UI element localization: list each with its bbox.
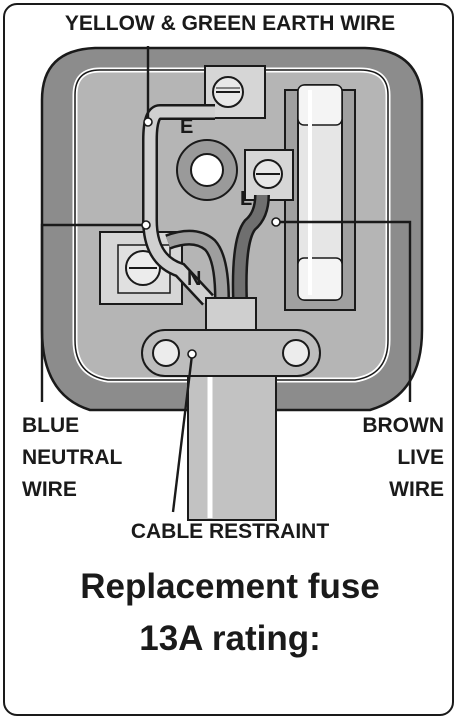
terminal-l-label: L — [240, 188, 252, 210]
neutral-label-line3: WIRE — [22, 478, 77, 501]
neutral-label-line1: BLUE — [22, 414, 79, 437]
neutral-label-line2: NEUTRAL — [22, 446, 122, 469]
terminal-e-label: E — [180, 116, 193, 138]
cable-restraint-label: CABLE RESTRAINT — [131, 520, 330, 543]
live-label-line2: LIVE — [397, 446, 444, 469]
caption-line2: 13A rating: — [139, 619, 321, 658]
live-label-line3: WIRE — [389, 478, 444, 501]
neutral-leader — [40, 223, 146, 402]
cable-restraint — [141, 329, 321, 377]
live-leader — [276, 220, 412, 402]
terminal-n-label: N — [187, 268, 201, 290]
restraint-screw-left — [152, 339, 180, 367]
earth-wire-label: YELLOW & GREEN EARTH WIRE — [65, 12, 395, 35]
live-label-line1: BROWN — [362, 414, 444, 437]
restraint-screw-right — [282, 339, 310, 367]
restraint-leader — [171, 354, 194, 513]
caption-line1: Replacement fuse — [80, 567, 380, 606]
live-terminal — [244, 149, 294, 201]
